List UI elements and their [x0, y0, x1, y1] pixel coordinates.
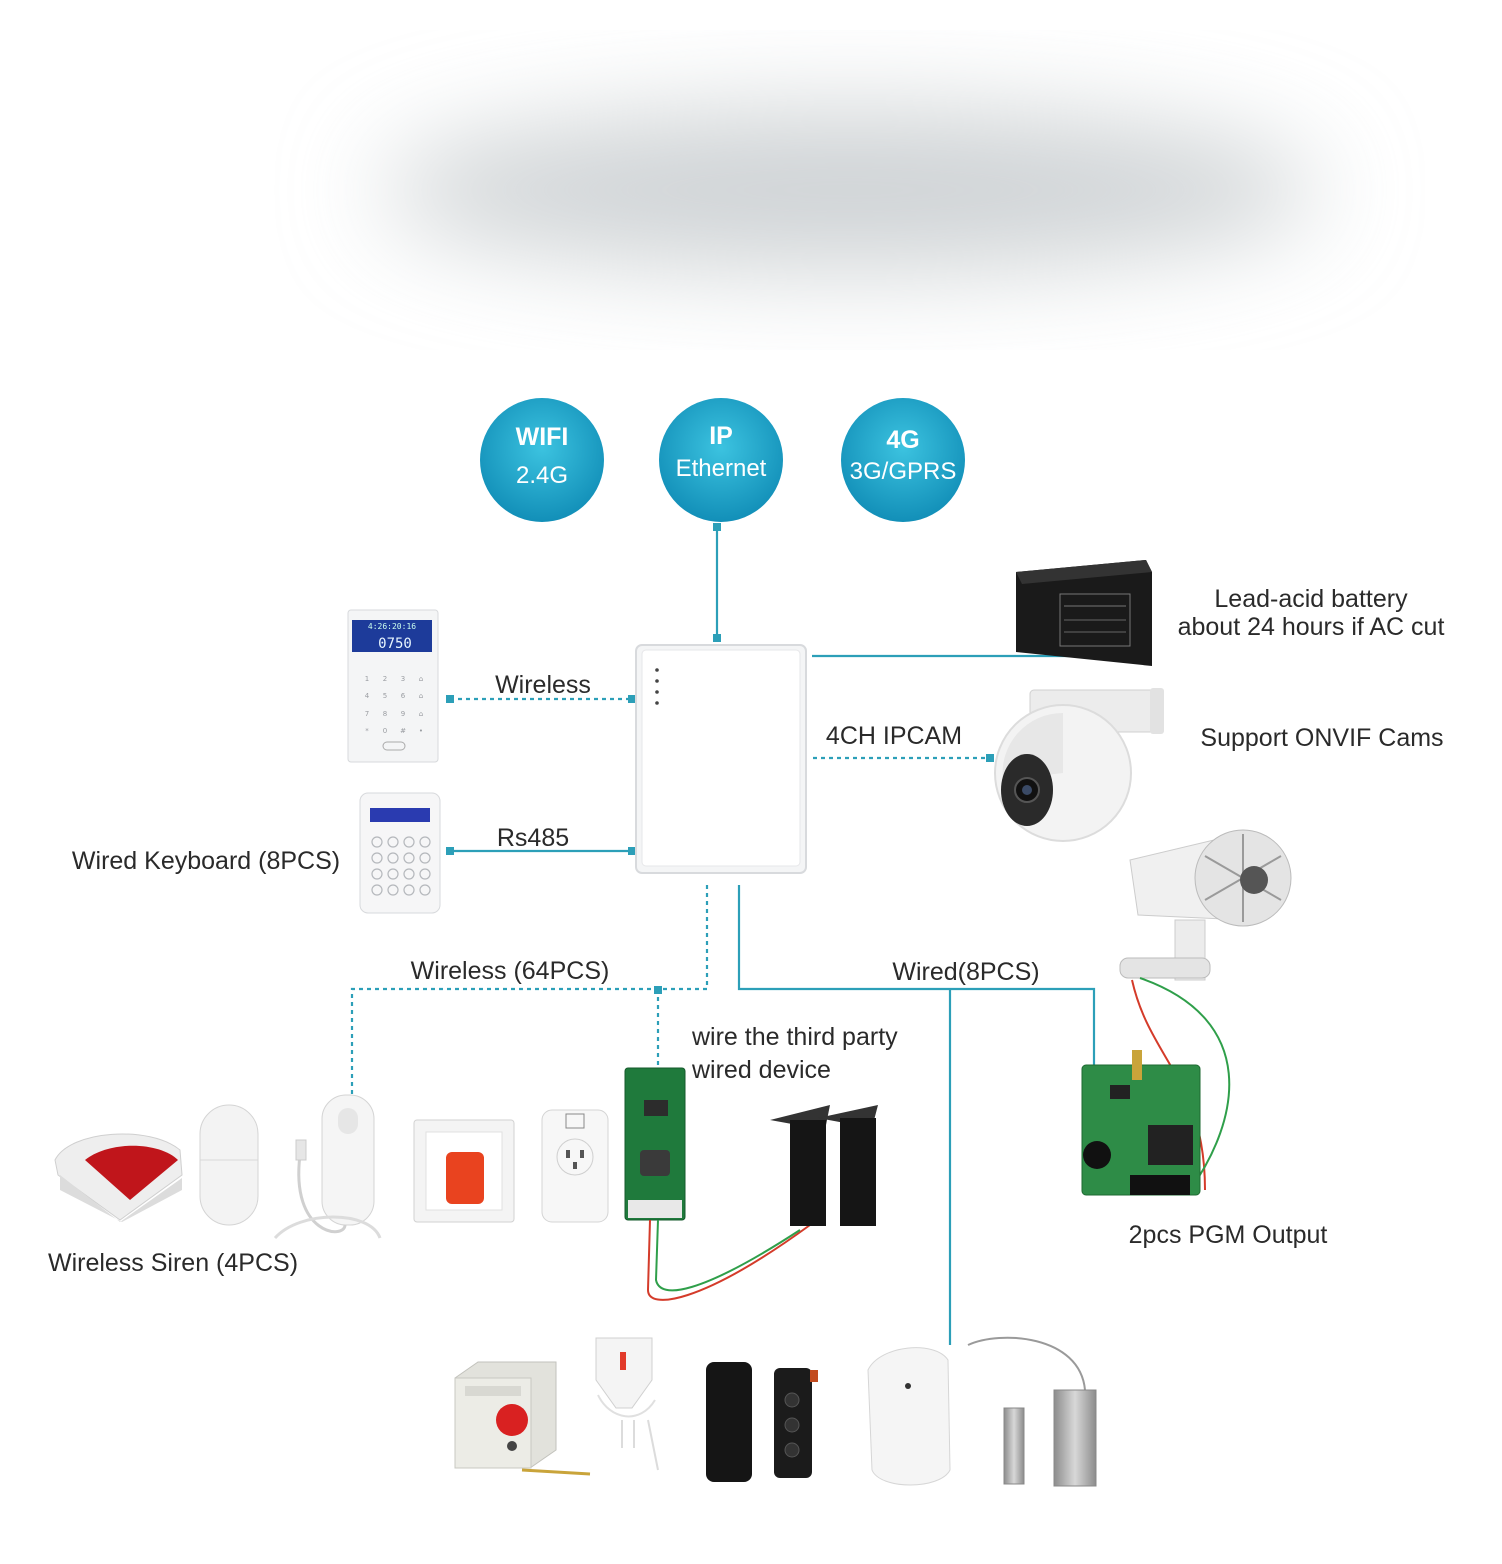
- 4g-label: 4G: [886, 426, 919, 454]
- connection-lines: [350, 523, 1150, 1345]
- rolling-door-contact-icon: [967, 1336, 1097, 1487]
- siren-label: Wireless Siren (4PCS): [48, 1249, 298, 1277]
- third-party-label-line2: wired device: [691, 1056, 831, 1084]
- svg-text:9: 9: [401, 710, 405, 718]
- keypad-display: 0750: [378, 636, 412, 652]
- 3g-gprs-label: 3G/GPRS: [850, 458, 957, 485]
- pir-sensor-icon: [199, 1104, 259, 1226]
- pgm-label: 2pcs PGM Output: [1129, 1221, 1328, 1249]
- smoke-detector-icon: [595, 1337, 659, 1471]
- connectivity-circle-wifi: WIFI 2.4G: [480, 398, 604, 522]
- svg-text:⌂: ⌂: [419, 675, 423, 683]
- wireless-siren-icon: [54, 1133, 183, 1222]
- svg-text:6: 6: [401, 692, 406, 700]
- svg-text:*: *: [365, 727, 369, 735]
- wireless-label: Wireless: [495, 671, 591, 699]
- wired-8-label: Wired(8PCS): [892, 958, 1039, 986]
- connectivity-circle-ip: IP Ethernet: [659, 398, 783, 522]
- smart-plug-icon: [541, 1109, 609, 1223]
- panic-button-icon: [413, 1119, 515, 1223]
- beam-detector-icon: [770, 1105, 878, 1226]
- svg-text:1: 1: [365, 675, 369, 683]
- wired-8-link: [737, 885, 1096, 1068]
- blurred-header: [380, 110, 1320, 270]
- svg-text:7: 7: [365, 710, 369, 718]
- svg-text:#: #: [400, 727, 406, 735]
- svg-text:2: 2: [383, 675, 387, 683]
- ip-label: IP: [709, 422, 733, 450]
- svg-text:⌂: ⌂: [419, 692, 423, 700]
- connectivity-circle-4g: 4G 3G/GPRS: [841, 398, 965, 522]
- svg-text:3: 3: [401, 675, 405, 683]
- ethernet-label: Ethernet: [676, 455, 767, 482]
- wired-pir-icon: [867, 1347, 951, 1486]
- onvif-label: Support ONVIF Cams: [1200, 724, 1443, 752]
- wifi-band-label: 2.4G: [516, 462, 568, 489]
- lcd-keypad-icon: 4:26:20:16 0750 1 2 3 ⌂ 4 5 6 ⌂ 7 8 9 ⌂ * 0 # •: [347, 609, 439, 763]
- rs485-label: Rs485: [497, 824, 569, 852]
- wireless-64-link: [350, 885, 709, 1095]
- emergency-button-icon: [454, 1361, 591, 1476]
- svg-text:⌂: ⌂: [419, 710, 423, 718]
- ip-camera-icon: [994, 688, 1164, 842]
- svg-text:0: 0: [383, 727, 387, 735]
- third-party-label-line1: wire the third party: [691, 1023, 898, 1051]
- transmitter-board-icon: [624, 1067, 811, 1301]
- keypad-time: 4:26:20:16: [368, 622, 416, 631]
- battery-label-line1: Lead-acid battery: [1214, 585, 1408, 613]
- svg-text:5: 5: [383, 692, 387, 700]
- water-sensor-icon: [273, 1094, 382, 1240]
- alarm-panel-icon: [635, 644, 807, 874]
- photo-beam-icon: [706, 1362, 818, 1482]
- wifi-label: WIFI: [516, 423, 569, 451]
- wireless-64-label: Wireless (64PCS): [411, 957, 610, 985]
- svg-text:•: •: [419, 727, 423, 735]
- pgm-board-icon: [1081, 1050, 1201, 1196]
- wired-keyboard-label: Wired Keyboard (8PCS): [72, 847, 340, 875]
- battery-label-line2: about 24 hours if AC cut: [1178, 613, 1445, 641]
- svg-text:8: 8: [383, 710, 387, 718]
- ipcam-label: 4CH IPCAM: [826, 722, 962, 750]
- outdoor-siren-icon: [1119, 829, 1292, 1191]
- battery-icon: [1016, 560, 1152, 666]
- svg-text:4: 4: [365, 692, 370, 700]
- wired-keypad-icon: [359, 792, 441, 914]
